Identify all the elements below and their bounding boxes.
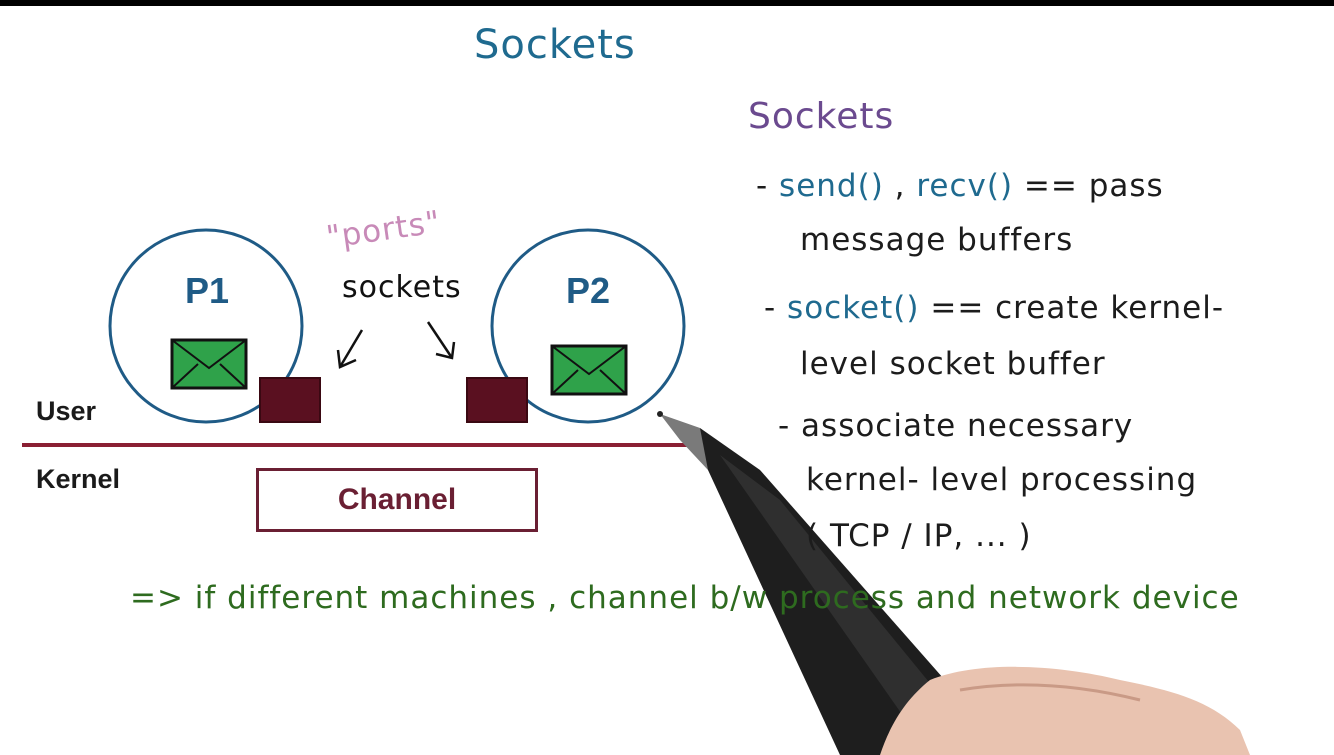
process-label-p1: P1 <box>185 270 229 312</box>
socket-box-p1 <box>260 378 320 422</box>
arrow-to-socket-p1 <box>338 330 362 367</box>
note-1-line-2: message buffers <box>800 222 1073 258</box>
socket-box-p2 <box>467 378 527 422</box>
note-3-line-2: kernel- level processing <box>806 462 1197 498</box>
channel-label: Channel <box>338 483 456 517</box>
conclusion-note: => if different machines , channel b/w p… <box>130 580 1240 616</box>
note-text: associate necessary <box>801 408 1133 444</box>
note-3-line-3: ( TCP / IP, ... ) <box>806 518 1032 554</box>
note-text: == create kernel- <box>919 290 1224 326</box>
note-2-line-1: - socket() == create kernel- <box>764 290 1224 326</box>
channel-box: Channel <box>256 468 538 532</box>
note-separator: , <box>884 168 917 204</box>
arrow-to-socket-p2 <box>428 322 454 358</box>
kernel-space-label: Kernel <box>36 464 120 495</box>
socket-function-name: socket() <box>787 290 919 326</box>
process-label-p2: P2 <box>566 270 610 312</box>
note-dash: - <box>756 168 768 204</box>
user-space-label: User <box>36 396 96 427</box>
note-text: == pass <box>1013 168 1164 204</box>
envelope-icon-p2 <box>552 346 626 394</box>
sockets-label: sockets <box>342 270 462 305</box>
envelope-icon-p1 <box>172 340 246 388</box>
note-3-line-1: - associate necessary <box>778 408 1133 444</box>
note-dash: - <box>764 290 776 326</box>
hand-shape <box>880 667 1250 755</box>
note-2-line-2: level socket buffer <box>800 346 1106 382</box>
send-function-name: send() <box>779 168 884 204</box>
note-dash: - <box>778 408 790 444</box>
notes-heading: Sockets <box>748 96 894 137</box>
recv-function-name: recv() <box>916 168 1013 204</box>
note-1-line-1: - send() , recv() == pass <box>756 168 1164 204</box>
